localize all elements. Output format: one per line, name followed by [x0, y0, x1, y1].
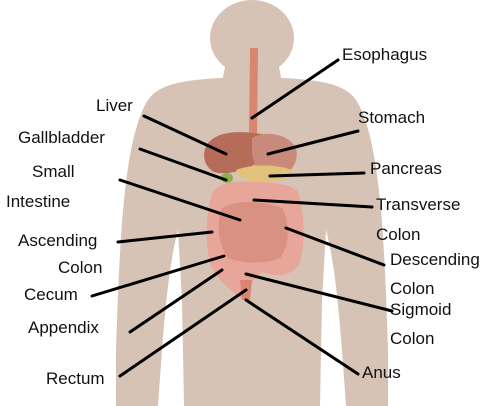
label-small-intestine-line1: Small	[32, 163, 75, 181]
label-sigmoid-colon-line2: Colon	[390, 330, 434, 348]
label-ascending-colon-line1: Ascending	[18, 232, 97, 250]
label-sigmoid-colon-line1: Sigmoid	[390, 301, 451, 319]
label-rectum: Rectum	[46, 370, 105, 388]
label-transverse-colon-line1: Transverse	[376, 196, 460, 214]
label-pancreas: Pancreas	[370, 160, 442, 178]
esophagus-organ	[249, 48, 258, 140]
label-small-intestine-line2: Intestine	[6, 193, 70, 211]
label-transverse-colon-line2: Colon	[376, 226, 420, 244]
label-cecum: Cecum	[24, 286, 78, 304]
label-appendix: Appendix	[28, 319, 99, 337]
label-descending-colon-line1: Descending	[390, 251, 480, 269]
label-ascending-colon-line2: Colon	[58, 259, 102, 277]
label-stomach: Stomach	[358, 109, 425, 127]
label-descending-colon-line2: Colon	[390, 280, 434, 298]
label-esophagus: Esophagus	[342, 46, 427, 64]
label-anus: Anus	[362, 364, 401, 382]
small-intestine-organ	[219, 202, 288, 263]
label-liver: Liver	[96, 97, 133, 115]
label-gallbladder: Gallbladder	[18, 129, 105, 147]
